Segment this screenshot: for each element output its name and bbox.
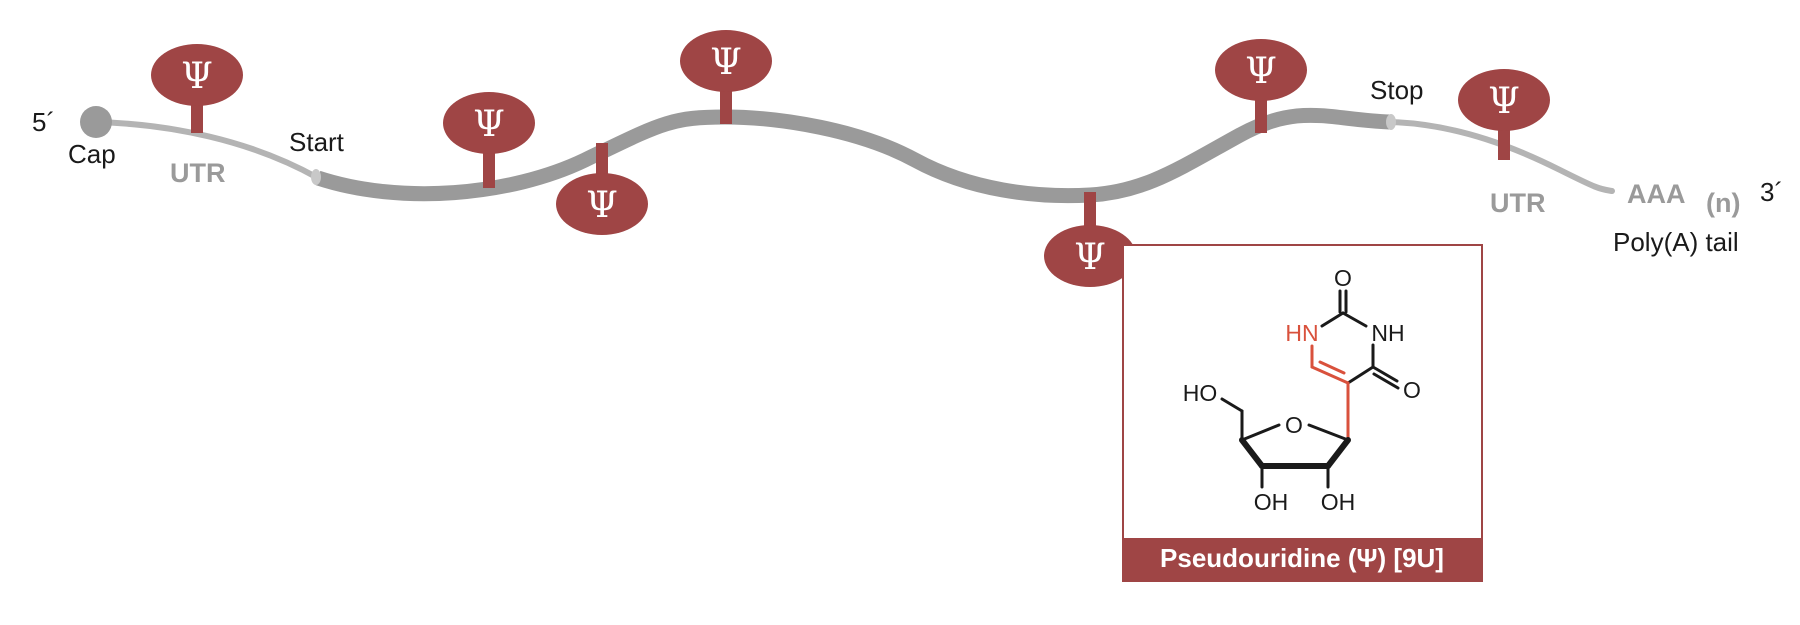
svg-text:O: O	[1403, 377, 1421, 403]
svg-text:HO: HO	[1183, 380, 1218, 406]
psi-marker: Ψ	[443, 92, 535, 188]
svg-text:Ψ: Ψ	[473, 104, 505, 145]
stop-label: Stop	[1370, 75, 1424, 105]
svg-text:O: O	[1285, 412, 1303, 438]
five-prime-label: 5´	[32, 107, 55, 137]
start-codon-marker	[311, 169, 321, 185]
utr-5-strand	[92, 119, 321, 181]
svg-text:NH: NH	[1371, 320, 1404, 346]
inset-frame	[1122, 244, 1483, 582]
utr-3-strand	[1387, 119, 1615, 194]
svg-text:O: O	[1334, 265, 1352, 291]
svg-text:OH: OH	[1321, 489, 1356, 515]
svg-text:Ψ: Ψ	[710, 42, 742, 83]
svg-text:Ψ: Ψ	[1074, 237, 1106, 278]
mrna-strand	[80, 106, 1615, 204]
svg-text:OH: OH	[1254, 489, 1289, 515]
psi-marker: Ψ	[1044, 192, 1136, 287]
psi-marker: Ψ	[556, 143, 648, 235]
cap-circle	[80, 106, 112, 138]
svg-text:Ψ: Ψ	[1488, 81, 1520, 122]
three-prime-label: 3´	[1760, 177, 1783, 207]
svg-text:HN: HN	[1285, 320, 1318, 346]
cap-label: Cap	[68, 139, 116, 169]
svg-text:Ψ: Ψ	[586, 185, 618, 226]
psi-marker: Ψ	[151, 44, 243, 133]
utr-5-label: UTR	[170, 158, 226, 188]
inset-caption: Pseudouridine (Ψ) [9U]	[1160, 543, 1444, 573]
svg-text:Ψ: Ψ	[181, 56, 213, 97]
poly-a-tail-label: Poly(A) tail	[1613, 227, 1739, 257]
strand-labels: 5´ Cap UTR Start Stop UTR AAA (n) 3´ Pol…	[32, 75, 1783, 257]
psi-marker: Ψ	[1215, 39, 1307, 133]
svg-text:Ψ: Ψ	[1245, 51, 1277, 92]
psi-marker: Ψ	[1458, 69, 1550, 160]
stop-codon-marker	[1386, 114, 1396, 130]
psi-marker: Ψ	[680, 30, 772, 124]
poly-a-label: AAA	[1627, 179, 1686, 209]
start-label: Start	[289, 127, 345, 157]
atom-labels: O NH HN O O HO OH OH	[1183, 265, 1421, 515]
inset-caption-bar	[1123, 538, 1482, 581]
pseudouridine-inset: Pseudouridine (Ψ) [9U]	[1122, 244, 1483, 582]
psi-markers: Ψ Ψ Ψ Ψ Ψ Ψ	[151, 30, 1550, 287]
utr-3-label: UTR	[1490, 188, 1546, 218]
poly-a-subscript: (n)	[1706, 188, 1740, 218]
pseudouridine-structure	[1220, 289, 1400, 489]
coding-strand	[315, 107, 1391, 204]
